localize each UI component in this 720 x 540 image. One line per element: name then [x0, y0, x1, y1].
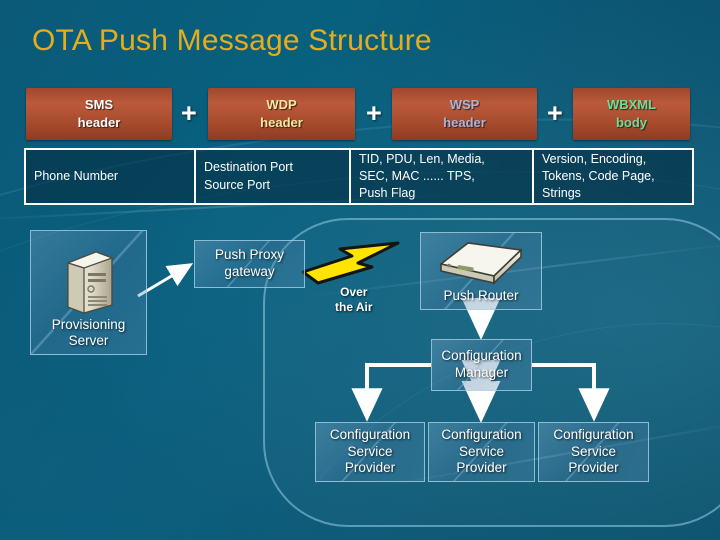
server-tower-icon [65, 250, 114, 314]
node-config-service-provider-1[interactable]: Configuration Service Provider [315, 422, 425, 482]
node-push-router[interactable]: Push Router [420, 232, 542, 310]
message-field-cell: TID, PDU, Len, Media, SEC, MAC ...... TPS… [351, 150, 534, 203]
network-enclosure-boundary [263, 218, 720, 527]
protocol-chip-wsp: WSP header [392, 88, 537, 140]
node-provisioning-server[interactable]: Provisioning Server [30, 230, 147, 355]
server-tower-icon [62, 249, 116, 315]
router-box-icon [438, 238, 524, 286]
chip-line-1: SMS [84, 97, 114, 113]
page-title: OTA Push Message Structure [32, 24, 432, 57]
message-field-line: Source Port [204, 177, 271, 192]
node-label: Provisioning Server [51, 316, 126, 349]
chip-line-2: header [77, 115, 121, 130]
chip-line-2: header [443, 115, 486, 130]
message-field-line: Version, Encoding, [542, 151, 647, 166]
node-label: Configuration Manager [441, 348, 522, 380]
message-field-line: TID, PDU, Len, Media, [359, 151, 485, 166]
plus-operator: + [547, 98, 563, 128]
protocol-chip-wdp: WDP header [208, 88, 355, 140]
chip-line-2: body [615, 115, 648, 130]
message-field-line: Destination Port [204, 160, 293, 175]
router-box-icon [439, 242, 523, 286]
node-config-service-provider-3[interactable]: Configuration Service Provider [538, 422, 649, 482]
node-config-service-provider-2[interactable]: Configuration Service Provider [428, 422, 535, 482]
node-label: Push Proxy gateway [214, 247, 285, 279]
node-label: Configuration Service Provider [553, 426, 634, 476]
message-field-line: Push Flag [359, 186, 416, 201]
node-configuration-manager[interactable]: Configuration Manager [431, 339, 532, 391]
node-label: Configuration Service Provider [329, 426, 411, 476]
message-field-line: SEC, MAC ...... TPS, [359, 168, 475, 183]
protocol-chip-sms: SMS header [26, 88, 172, 140]
plus-operator: + [366, 98, 382, 128]
message-field-line: Phone Number [34, 168, 119, 183]
node-label: Configuration Service Provider [441, 426, 522, 476]
over-the-air-label: Over the Air [335, 285, 373, 314]
chip-line-2: header [260, 115, 303, 130]
node-label: Push Router [443, 288, 519, 304]
message-field-line: Tokens, Code Page, [542, 168, 655, 183]
protocol-chip-wbxml: WBXML body [573, 88, 690, 140]
message-field-cell: Version, Encoding, Tokens, Code Page, Stri… [534, 150, 692, 203]
chip-line-1: WBXML [606, 97, 657, 113]
chip-line-1: WDP [266, 97, 297, 113]
message-field-line: Strings [542, 186, 581, 201]
plus-operator: + [181, 98, 197, 128]
node-push-proxy-gateway[interactable]: Push Proxy gateway [194, 240, 305, 288]
message-field-cell: Phone Number [26, 150, 196, 203]
chip-line-1: WSP [449, 97, 480, 113]
